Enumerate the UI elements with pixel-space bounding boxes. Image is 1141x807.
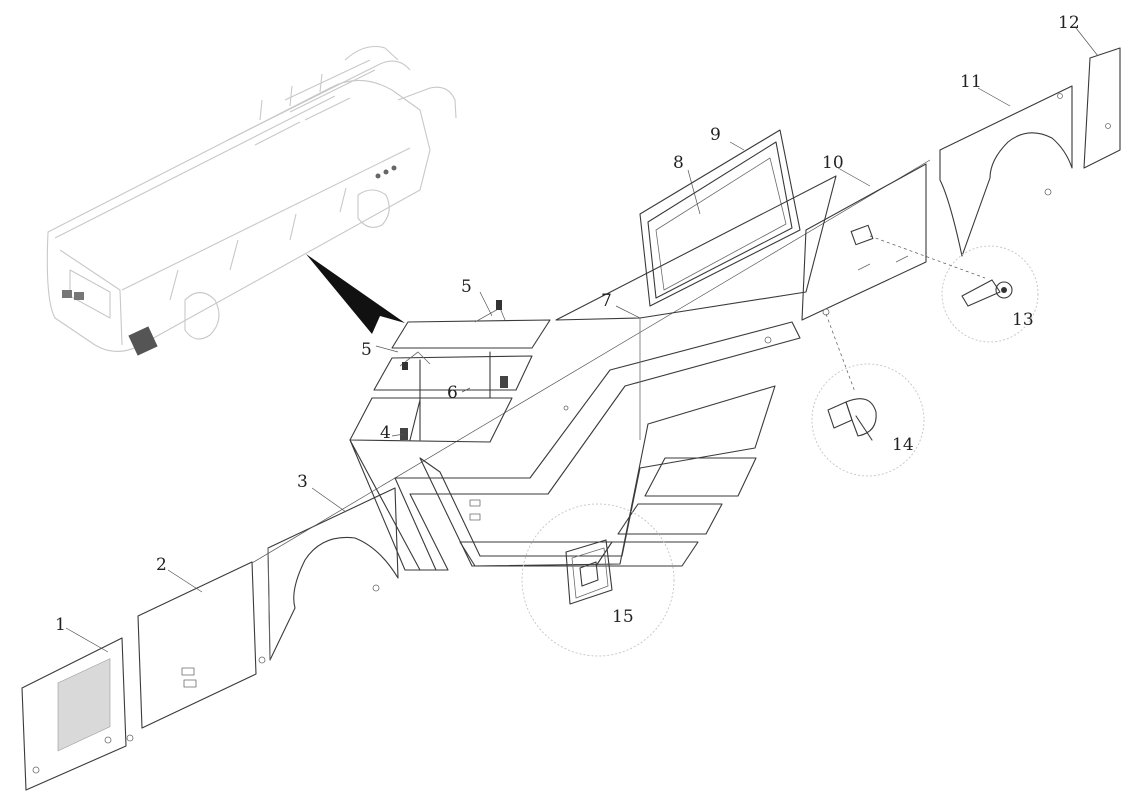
assembly-axis-line	[251, 159, 931, 564]
callout-13	[869, 235, 1039, 343]
part-number-15: 15	[612, 607, 634, 627]
panel-1	[21, 637, 127, 791]
panel-5-middle	[373, 355, 533, 391]
z-panel-front	[349, 321, 801, 571]
part-number-9: 9	[710, 125, 721, 145]
window-frame	[639, 129, 801, 307]
panel-7	[555, 175, 837, 440]
part-number-6: 6	[447, 383, 458, 403]
panel-11	[939, 85, 1073, 257]
part-number-13: 13	[1012, 310, 1034, 330]
part-number-labels: 1 2 3 4 5 5 6 7 8 9 10 11 12 13 14 15	[55, 13, 1080, 635]
part-number-14: 14	[892, 435, 914, 455]
z-panel-back	[419, 336, 776, 567]
part-number-5-left: 5	[361, 340, 372, 360]
part-number-3: 3	[297, 472, 308, 492]
panel-12	[1083, 47, 1121, 169]
hinge-rods	[399, 300, 508, 441]
panel-10	[801, 163, 927, 321]
part-number-8: 8	[673, 153, 684, 173]
panel-2	[126, 561, 257, 742]
panel-6	[349, 397, 513, 443]
part-number-5-top: 5	[461, 277, 472, 297]
direction-arrow	[306, 254, 405, 334]
part-number-10: 10	[822, 153, 844, 173]
panel-5-upper	[391, 319, 551, 349]
part-number-7: 7	[601, 291, 612, 311]
callout-14	[811, 313, 925, 477]
part-number-2: 2	[156, 555, 167, 575]
panel-3	[258, 487, 399, 664]
lower-hatch-panels	[459, 457, 757, 567]
part-number-12: 12	[1058, 13, 1080, 33]
part-number-11: 11	[960, 72, 982, 92]
bus-body-outline	[46, 45, 457, 356]
part-number-4: 4	[380, 423, 391, 443]
callout-15	[521, 503, 675, 657]
part-number-1: 1	[55, 615, 66, 635]
leader-lines	[65, 27, 1099, 653]
